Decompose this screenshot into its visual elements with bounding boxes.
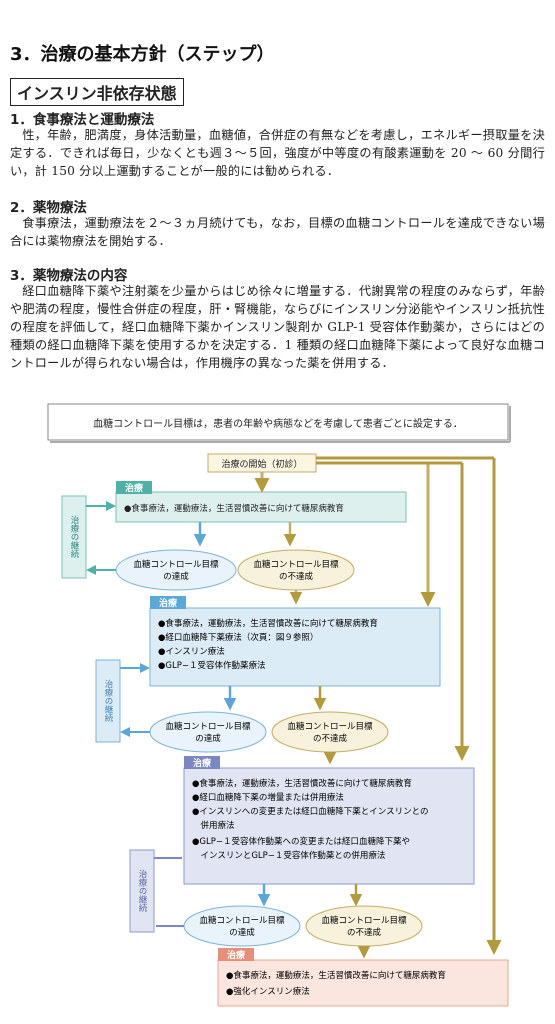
step4-box bbox=[217, 959, 509, 1007]
step3-item-4: ●GLP−１受容体作動薬への変更または経口血糖降下薬や bbox=[192, 836, 410, 847]
svg-text:治療の継続: 治療の継続 bbox=[103, 679, 113, 723]
step2-item-4: ●GLP−１受容体作動薬療法 bbox=[158, 660, 266, 671]
continue-3 bbox=[129, 849, 155, 933]
step2-item-3: ●インスリン療法 bbox=[158, 646, 225, 657]
svg-text:の不達成: の不達成 bbox=[313, 733, 348, 744]
svg-text:治療: 治療 bbox=[159, 597, 177, 609]
svg-text:血糖コントロール目標: 血糖コントロール目標 bbox=[165, 721, 251, 732]
step3-tab bbox=[184, 756, 220, 769]
section-heading-2: 2．薬物療法 bbox=[10, 200, 87, 216]
svg-text:治療: 治療 bbox=[227, 949, 245, 961]
step1-tab-label: 治療 bbox=[125, 482, 143, 494]
step2-item-1: ●食事療法，運動療法，生活習慣改善に向けて糖尿病教育 bbox=[158, 618, 378, 629]
not-achieved-2 bbox=[271, 711, 389, 753]
svg-text:治療の継続: 治療の継続 bbox=[69, 515, 79, 559]
step3-item-2: ●経口血糖降下薬の増量または併用療法 bbox=[192, 792, 344, 803]
step4-item-2: ●強化インスリン療法 bbox=[226, 986, 310, 997]
step4-item-1: ●食事療法，運動療法，生活習慣改善に向けて糖尿病教育 bbox=[226, 970, 446, 981]
svg-text:血糖コントロール目標: 血糖コントロール目標 bbox=[199, 915, 285, 926]
not-achieved-1 bbox=[237, 549, 355, 591]
achieved-1 bbox=[115, 549, 237, 591]
step2-box bbox=[149, 607, 441, 687]
svg-text:の達成: の達成 bbox=[163, 571, 189, 582]
step3-item-3: ●インスリンへの変更または経口血糖降下薬とインスリンとの bbox=[192, 806, 429, 817]
start-label: 治療の開始（初診） bbox=[221, 458, 302, 470]
achieved-3 bbox=[183, 905, 301, 947]
svg-text:血糖コントロール目標: 血糖コントロール目標 bbox=[321, 915, 407, 926]
svg-text:の達成: の達成 bbox=[229, 927, 255, 938]
step3-item-1: ●食事療法，運動療法，生活習慣改善に向けて糖尿病教育 bbox=[192, 778, 412, 789]
step1-item: ●食事療法，運動療法，生活習慣改善に向けて糖尿病教育 bbox=[124, 503, 344, 514]
goal-text: 血糖コントロール目標は，患者の年齢や病態などを考慮して患者ごとに設定する． bbox=[93, 417, 463, 430]
achieved-2 bbox=[149, 711, 267, 753]
section-body-3: 経口血糖降下薬や注射薬を少量からはじめ徐々に増量する．代謝異常の程度のみならず，… bbox=[10, 284, 545, 370]
treatment-flowchart: 血糖コントロール目標は，患者の年齢や病態などを考慮して患者ごとに設定する． 治療… bbox=[47, 403, 511, 1007]
section-body-2: 食事療法，運動療法を２～３ヵ月続けても，なお，目標の血糖コントロールを達成できな… bbox=[10, 216, 545, 248]
svg-text:治療: 治療 bbox=[193, 757, 211, 769]
step1-box bbox=[115, 491, 407, 523]
step3-box bbox=[183, 767, 475, 885]
section-heading-3: 3．薬物療法の内容 bbox=[10, 268, 128, 284]
step3-item-4b: インスリンとGLP−１受容体作動薬との併用療法 bbox=[192, 850, 385, 861]
step2-tab bbox=[150, 596, 186, 609]
state-label: インスリン非依存状態 bbox=[10, 78, 184, 106]
page-title: 3．治療の基本方針（ステップ） bbox=[10, 44, 275, 65]
step1-tab bbox=[116, 481, 152, 494]
svg-text:の不達成: の不達成 bbox=[347, 927, 382, 938]
svg-text:血糖コントロール目標: 血糖コントロール目標 bbox=[133, 559, 219, 570]
step2-item-2: ●経口血糖降下薬療法（次頁：図９参照） bbox=[158, 632, 318, 643]
continue-2 bbox=[95, 659, 121, 743]
step3-item-3b: 併用療法 bbox=[192, 820, 235, 831]
svg-text:治療の継続: 治療の継続 bbox=[137, 869, 147, 913]
goal-box bbox=[47, 403, 509, 441]
section-body-1: 性，年齢，肥満度，身体活動量，血糖値，合併症の有無などを考慮し，エネルギー摂取量… bbox=[10, 128, 545, 178]
step4-tab bbox=[218, 948, 254, 961]
section-heading-1: 1．食事療法と運動療法 bbox=[10, 112, 155, 128]
svg-text:血糖コントロール目標: 血糖コントロール目標 bbox=[287, 721, 373, 732]
not-achieved-3 bbox=[305, 905, 423, 947]
svg-text:血糖コントロール目標: 血糖コントロール目標 bbox=[253, 559, 339, 570]
svg-text:の不達成: の不達成 bbox=[279, 571, 314, 582]
continue-1 bbox=[61, 495, 87, 579]
svg-text:の達成: の達成 bbox=[195, 733, 221, 744]
